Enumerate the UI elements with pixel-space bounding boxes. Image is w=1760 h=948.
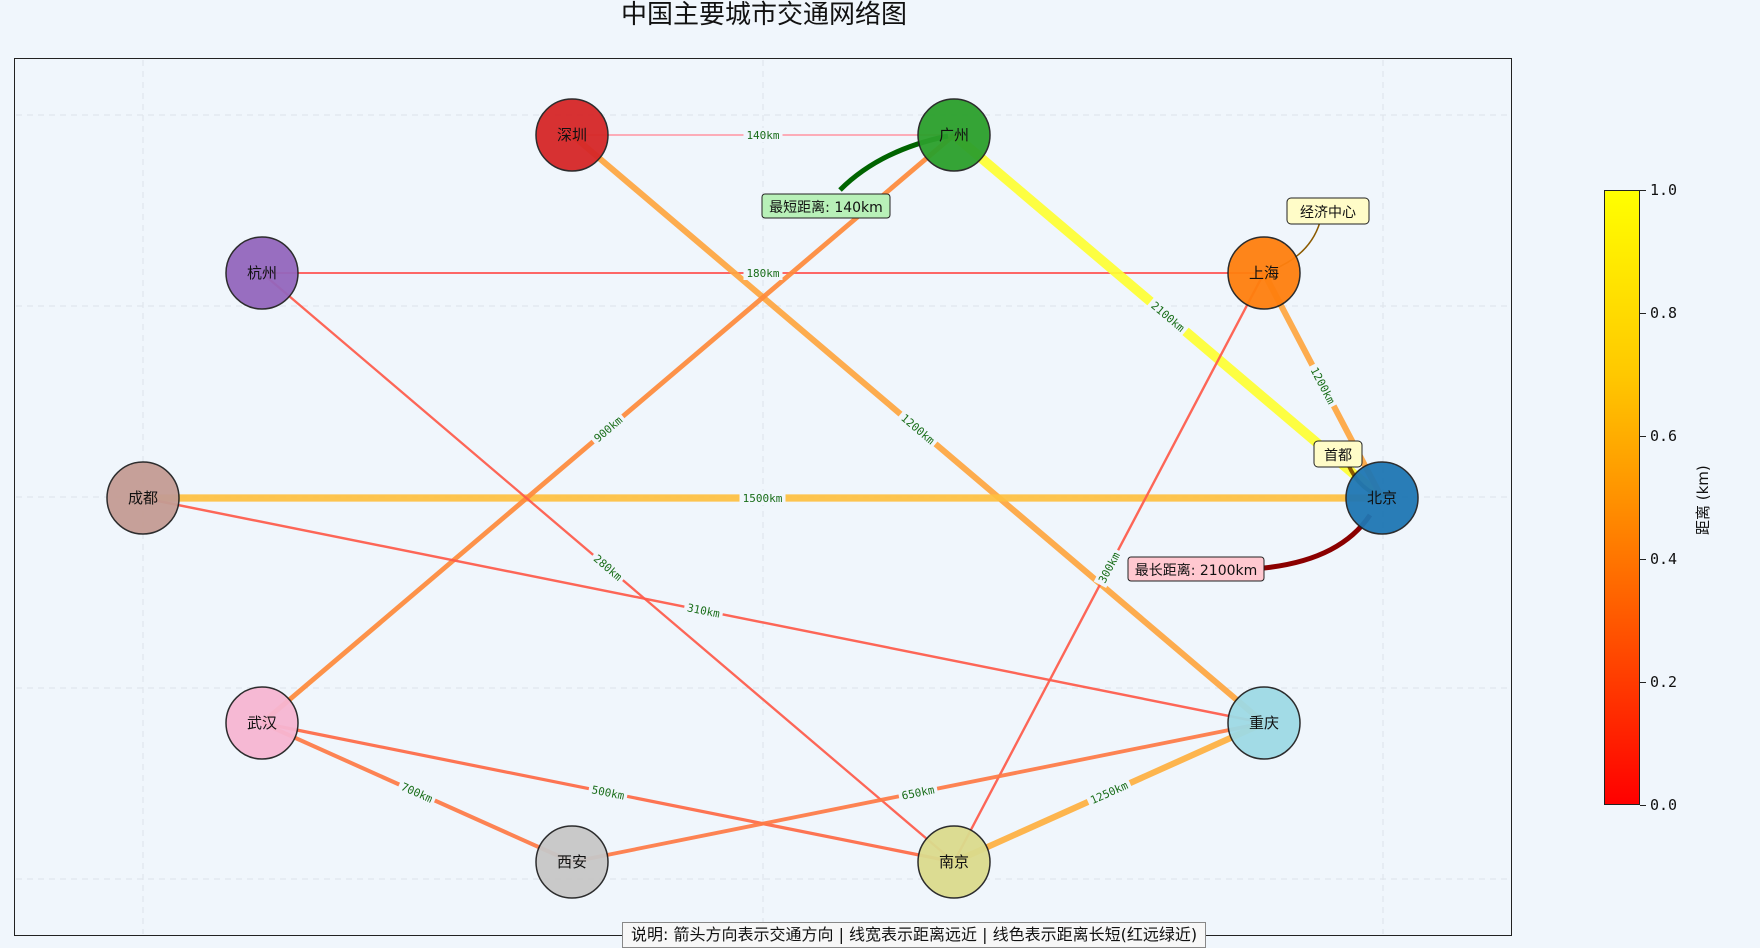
node-wuhan: 武汉 bbox=[225, 686, 299, 760]
colorbar: 0.0 0.2 0.4 0.6 0.8 1.0 距离 (km) bbox=[1604, 182, 1744, 820]
edge-label-chengdu-beijing: 1500km bbox=[739, 491, 786, 505]
svg-text:1250km: 1250km bbox=[1088, 779, 1130, 807]
colorbar-tick bbox=[1640, 313, 1646, 314]
node-shenzhen: 深圳 bbox=[535, 98, 609, 172]
svg-text:700km: 700km bbox=[399, 780, 435, 806]
capital-annotation: 首都 bbox=[1313, 440, 1363, 468]
longest-annotation-text: 最长距离: 2100km bbox=[1135, 562, 1258, 579]
shortest-annotation: 最短距离: 140km bbox=[761, 193, 891, 219]
svg-text:南京: 南京 bbox=[939, 853, 969, 871]
svg-text:310km: 310km bbox=[686, 601, 721, 620]
colorbar-tick bbox=[1640, 805, 1646, 806]
capital-text: 首都 bbox=[1324, 448, 1352, 464]
edge-labels: 140km 180km 2100km 1200km 1200km 1500km 900km 2… bbox=[396, 128, 1340, 809]
node-shanghai: 上海 bbox=[1227, 236, 1301, 310]
node-beijing: 北京 bbox=[1345, 461, 1419, 535]
edge-label-shanghai-beijing: 1200km bbox=[1306, 361, 1340, 410]
svg-text:深圳: 深圳 bbox=[557, 126, 587, 144]
svg-text:西安: 西安 bbox=[557, 853, 587, 871]
edge-label-shenzhen-guangzhou: 140km bbox=[743, 128, 783, 142]
colorbar-tick-label: 0.8 bbox=[1650, 304, 1678, 322]
colorbar-tick bbox=[1640, 190, 1646, 191]
node-chongqing: 重庆 bbox=[1227, 686, 1301, 760]
svg-text:300km: 300km bbox=[1096, 550, 1123, 586]
colorbar-tick bbox=[1640, 436, 1646, 437]
svg-text:武汉: 武汉 bbox=[247, 714, 277, 732]
edge-label-wuhan-guangzhou: 900km bbox=[588, 411, 628, 447]
edge-label-chengdu-chongqing: 310km bbox=[683, 599, 724, 622]
node-xian: 西安 bbox=[535, 825, 609, 899]
colorbar-tick bbox=[1640, 559, 1646, 560]
svg-text:2100km: 2100km bbox=[1148, 299, 1187, 335]
edge-label-guangzhou-beijing: 2100km bbox=[1145, 296, 1191, 337]
node-nanjing: 南京 bbox=[917, 825, 991, 899]
svg-text:广州: 广州 bbox=[939, 126, 969, 144]
svg-text:500km: 500km bbox=[590, 783, 625, 802]
svg-text:1200km: 1200km bbox=[1308, 365, 1338, 407]
svg-text:重庆: 重庆 bbox=[1249, 714, 1279, 732]
colorbar-label: 距离 (km) bbox=[1694, 465, 1712, 535]
svg-text:140km: 140km bbox=[746, 129, 779, 142]
svg-text:1500km: 1500km bbox=[743, 492, 783, 505]
colorbar-tick bbox=[1640, 682, 1646, 683]
svg-text:杭州: 杭州 bbox=[247, 264, 277, 282]
colorbar-gradient bbox=[1604, 190, 1640, 805]
longest-arrow bbox=[1263, 513, 1373, 571]
colorbar-tick-label: 0.2 bbox=[1650, 673, 1678, 691]
legend-note: 说明: 箭头方向表示交通方向 | 线宽表示距离远近 | 线色表示距离长短(红远绿… bbox=[622, 922, 1207, 948]
svg-text:180km: 180km bbox=[746, 267, 779, 280]
edge-label-nanjing-shanghai: 300km bbox=[1093, 546, 1125, 589]
edge-label-xian-chongqing: 650km bbox=[897, 781, 939, 804]
svg-text:280km: 280km bbox=[591, 552, 625, 584]
svg-text:650km: 650km bbox=[901, 783, 936, 802]
colorbar-tick-label: 0.0 bbox=[1650, 796, 1678, 814]
economic-center-text: 经济中心 bbox=[1300, 205, 1356, 221]
shortest-annotation-text: 最短距离: 140km bbox=[769, 199, 883, 216]
node-chengdu: 成都 bbox=[106, 461, 180, 535]
node-guangzhou: 广州 bbox=[917, 98, 991, 172]
edge-label-nanjing-chongqing: 1250km bbox=[1085, 776, 1133, 809]
svg-text:900km: 900km bbox=[591, 413, 625, 445]
page-title: 中国主要城市交通网络图 bbox=[620, 0, 907, 30]
svg-text:北京: 北京 bbox=[1367, 489, 1397, 507]
svg-text:1200km: 1200km bbox=[898, 412, 937, 448]
edge-label-hangzhou-shanghai: 180km bbox=[743, 266, 783, 280]
edge-label-shenzhen-chongqing: 1200km bbox=[895, 408, 941, 450]
colorbar-tick-label: 0.4 bbox=[1650, 550, 1678, 568]
colorbar-tick-label: 1.0 bbox=[1650, 181, 1678, 199]
svg-text:上海: 上海 bbox=[1249, 264, 1279, 282]
longest-annotation: 最长距离: 2100km bbox=[1127, 556, 1265, 582]
economic-center-annotation: 经济中心 bbox=[1286, 197, 1370, 225]
node-hangzhou: 杭州 bbox=[225, 236, 299, 310]
edge-label-wuhan-nanjing: 500km bbox=[587, 781, 629, 804]
svg-text:成都: 成都 bbox=[128, 489, 158, 507]
colorbar-tick-label: 0.6 bbox=[1650, 427, 1678, 445]
edge-label-wuhan-xian: 700km bbox=[396, 778, 438, 807]
edge-label-hangzhou-nanjing: 280km bbox=[588, 549, 628, 586]
